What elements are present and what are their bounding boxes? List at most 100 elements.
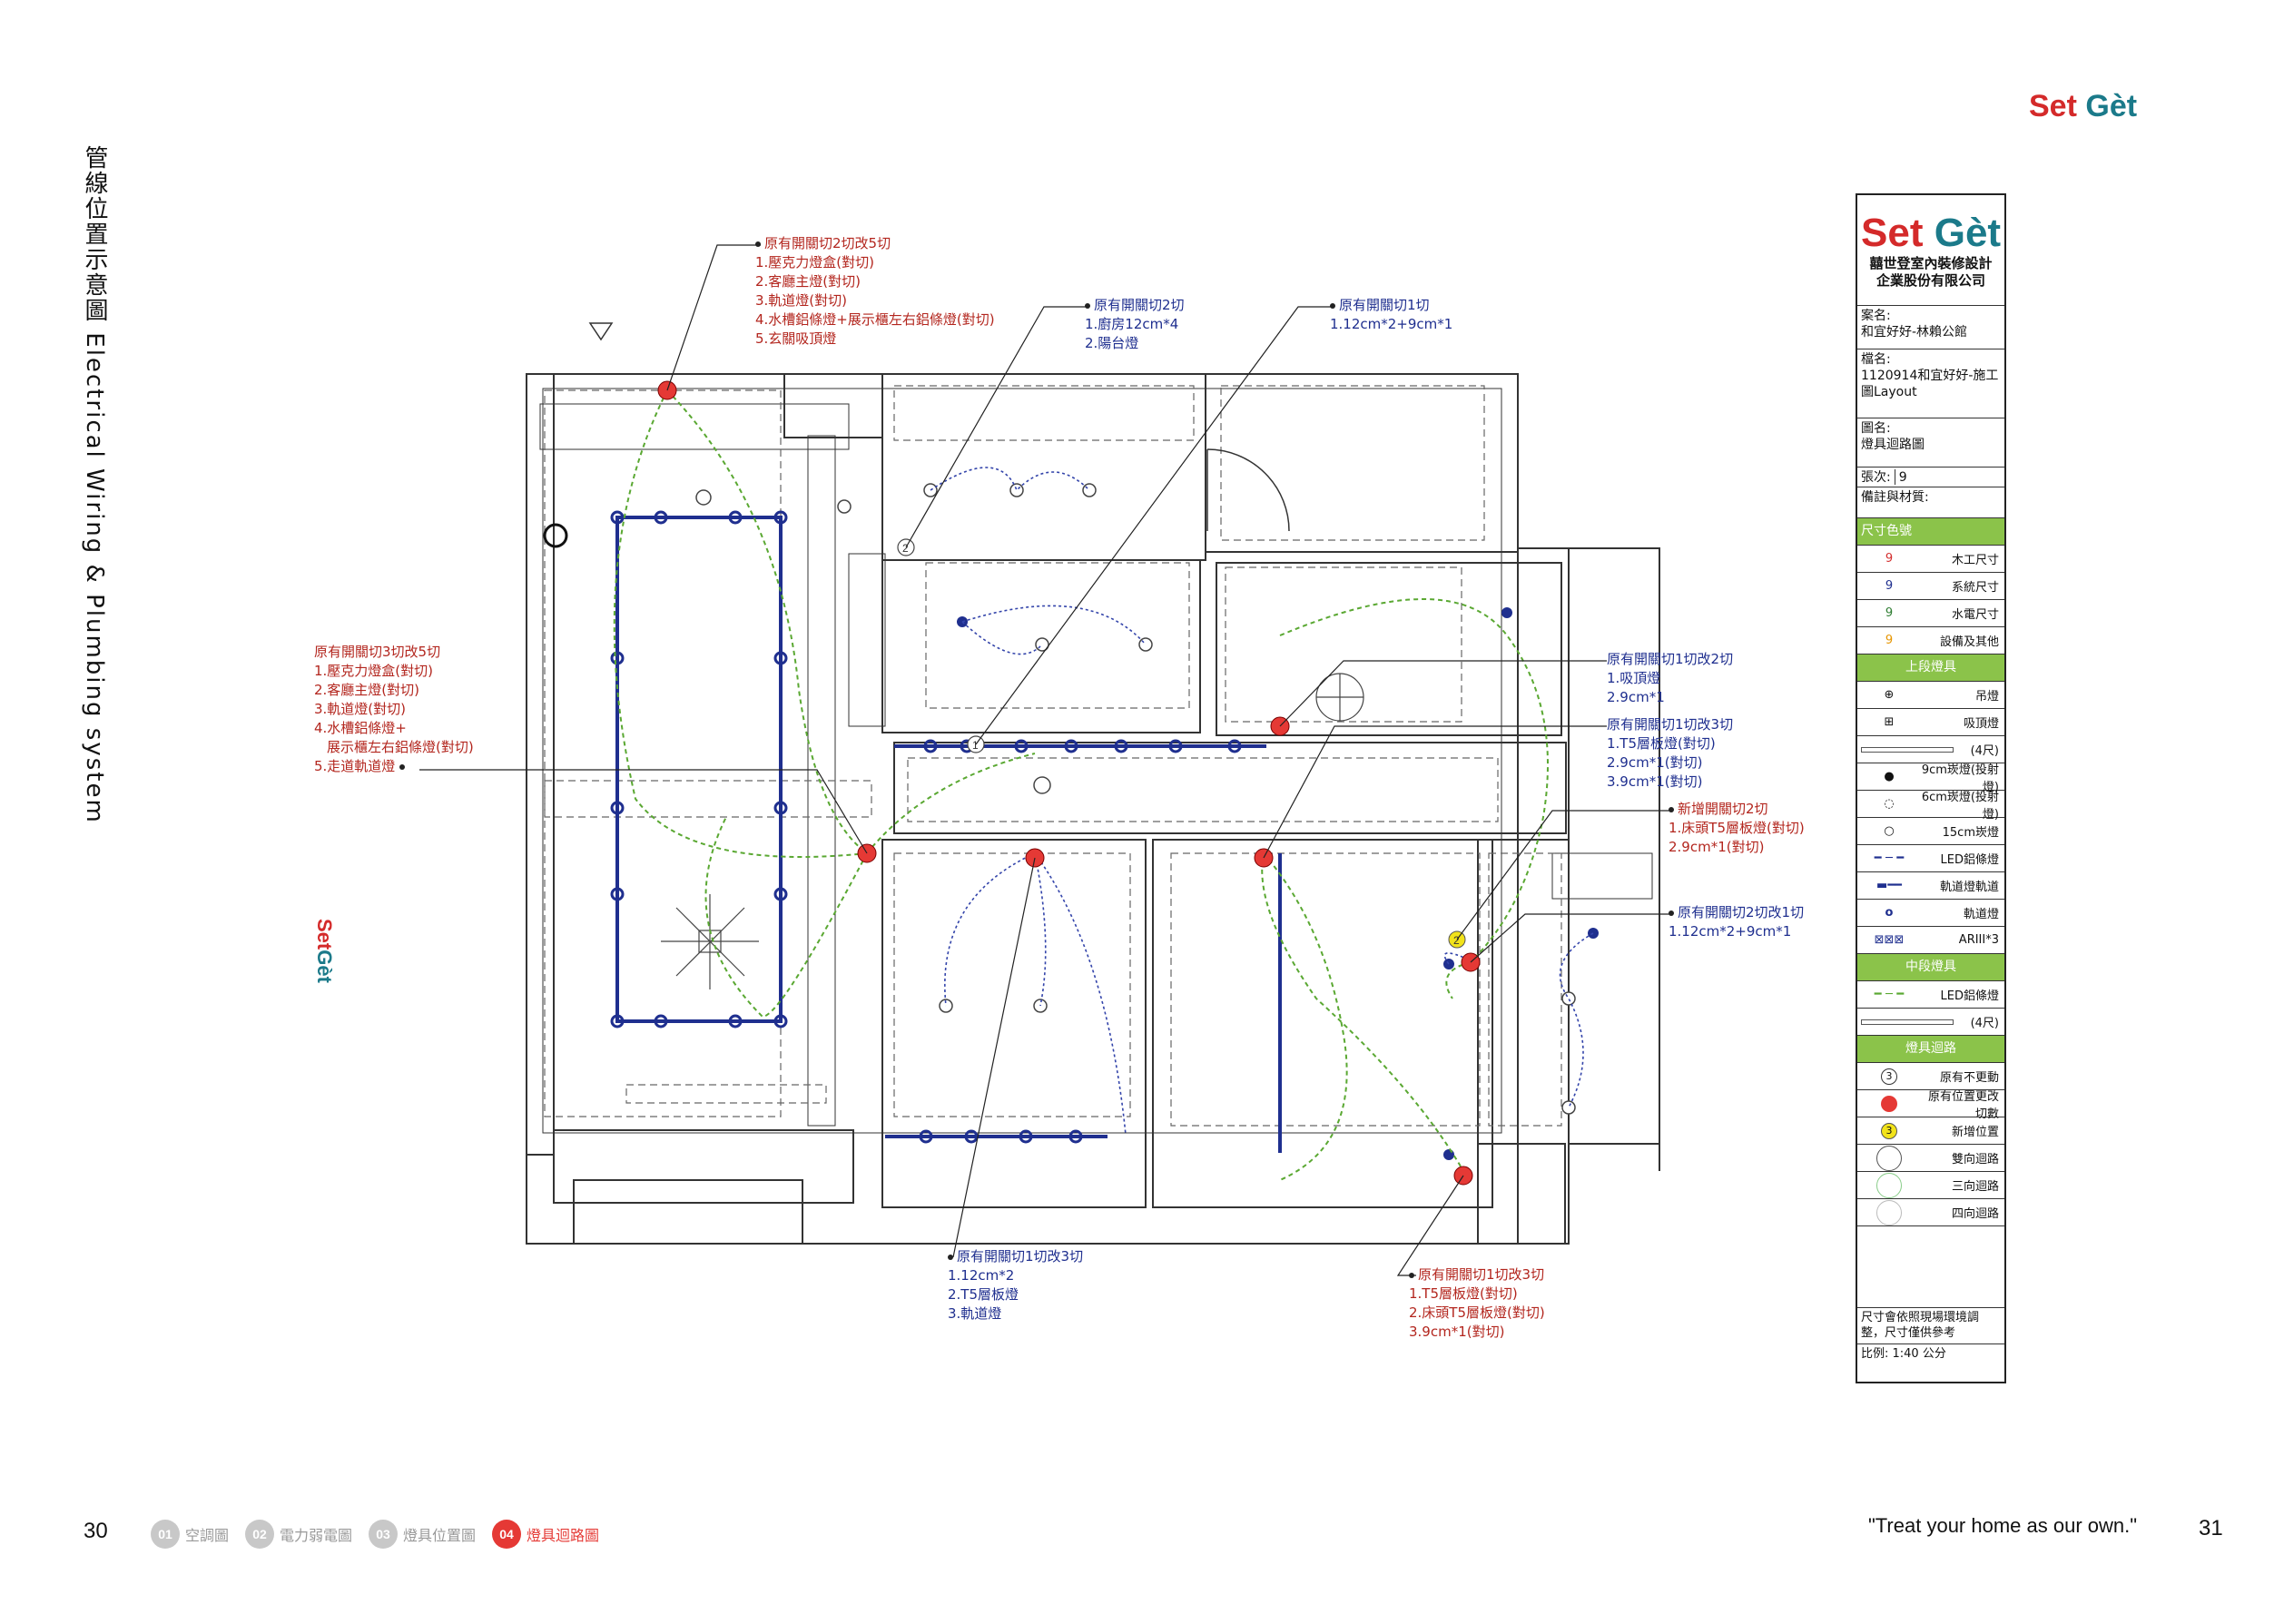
track-light-legend-icon: o [1885, 906, 1894, 920]
open-downlights [695, 483, 1576, 1115]
downlight-15cm-legend-icon: ○ [1884, 824, 1895, 838]
legend-label: 9cm崁燈(投射燈) [1921, 763, 1999, 794]
annotation-10-item: 1.T5層板燈(對切) [1409, 1285, 1518, 1302]
legend-label: 15cm崁燈 [1942, 826, 1999, 840]
annotation-7-item: 2.9cm*1(對切) [1669, 839, 1765, 855]
bullet-icon [1669, 910, 1674, 916]
bullet-icon [1669, 806, 1674, 812]
brand-logo-top: Set Gèt [2029, 89, 2137, 124]
track-rail-legend-icon: ▬━━ [1876, 879, 1902, 892]
legend-row: 雙向迴路 [1857, 1145, 2004, 1172]
dim-header: 尺寸色號 [1857, 518, 2004, 546]
legend-label: ARIII*3 [1958, 933, 1999, 947]
sheet-label: 張次: [1861, 470, 1891, 485]
dashed-cabinetry [544, 385, 1562, 1127]
pendant-legend-icon: ⊕ [1884, 688, 1895, 702]
three-way-circuit-icon [1857, 1172, 1921, 1198]
bullet-icon [399, 763, 406, 770]
downlight-6cm-legend-icon: ◌ [1884, 797, 1895, 811]
annotation-6-item: 2.9cm*1(對切) [1607, 754, 1703, 771]
four-way-circuit-icon [1857, 1199, 1921, 1225]
notes-cell: 備註與材質: [1857, 487, 2004, 518]
legend-label: LED鋁條燈 [1940, 989, 1999, 1003]
ceiling-light-legend-icon: ⊞ [1884, 715, 1895, 729]
file-cell: 檔名: 1120914和宜好好-施工圖Layout [1857, 349, 2004, 418]
two-way-circuit-icon [1857, 1145, 1921, 1171]
annotation-3-item: 1.12cm*2+9cm*1 [1330, 316, 1453, 332]
annotation-1-header: 原有開關切2切改5切 [755, 234, 995, 253]
bullet-icon [755, 241, 761, 247]
legend-label: 四向迴路 [1951, 1207, 1999, 1221]
circuit-header: 燈具迴路 [1857, 1036, 2004, 1063]
legend-label: 三向迴路 [1951, 1180, 1999, 1194]
drawing-cell: 圖名: 燈具迴路圖 [1857, 418, 2004, 468]
annotation-4-item: 2.客廳主燈(對切) [314, 682, 420, 698]
footnote: 尺寸會依照現場環境調整，尺寸僅供參考 [1857, 1308, 2004, 1344]
legend-row: ⊞ 吸頂燈 [1857, 709, 2004, 736]
legend-row: ● 9cm崁燈(投射燈) [1857, 763, 2004, 794]
page-number-right: 31 [2199, 1516, 2223, 1540]
existing-switch-markers [897, 538, 985, 753]
pendant-lamp-icon [661, 673, 1364, 989]
annotation-5-item: 2.9cm*1 [1607, 689, 1665, 705]
middle-header: 中段燈具 [1857, 954, 2004, 981]
legend-row: 四向迴路 [1857, 1199, 2004, 1226]
brand-set-tb: Set [1861, 211, 1924, 255]
annotation-9-item: 2.T5層板燈 [948, 1286, 1019, 1303]
annotation-2: 原有開關切2切 1.廚房12cm*4 2.陽台燈 [1085, 296, 1185, 353]
tab-number: 03 [369, 1520, 399, 1549]
annotation-6-item: 1.T5層板燈(對切) [1607, 735, 1716, 752]
case-value: 和宜好好-林賴公館 [1861, 325, 1968, 340]
svg-text:2: 2 [1453, 934, 1460, 947]
legend-label: 軌道燈軌道 [1939, 881, 1999, 894]
annotation-7-header: 新增開關切2切 [1669, 800, 1805, 819]
dim-label: 設備及其他 [1939, 635, 1999, 649]
annotation-5-item: 1.吸頂燈 [1607, 670, 1661, 686]
annotation-8: 原有開關切2切改1切 1.12cm*2+9cm*1 [1669, 903, 1804, 941]
annotation-1: 原有開關切2切改5切 1.壓克力燈盒(對切) 2.客廳主燈(對切) 3.軌道燈(… [755, 234, 995, 349]
bullet-icon [1330, 302, 1335, 309]
notes-label: 備註與材質: [1861, 490, 1929, 505]
drawing-label: 圖名: [1861, 421, 1891, 436]
annotation-2-item: 2.陽台燈 [1085, 335, 1139, 351]
dim-label: 水電尺寸 [1951, 608, 1999, 622]
annotation-4-item: 1.壓克力燈盒(對切) [314, 663, 434, 679]
bullet-icon [1085, 302, 1090, 309]
annotation-3: 原有開關切1切 1.12cm*2+9cm*1 [1330, 296, 1452, 334]
legend-row: 三向迴路 [1857, 1172, 2004, 1199]
annotation-10-item: 2.床頭T5層板燈(對切) [1409, 1304, 1545, 1321]
annotation-8-item: 1.12cm*2+9cm*1 [1669, 923, 1792, 940]
annotation-4: 原有開關切3切改5切 1.壓克力燈盒(對切) 2.客廳主燈(對切) 3.軌道燈(… [314, 643, 474, 776]
annotation-6-item: 3.9cm*1(對切) [1607, 773, 1703, 790]
legend-row: ▬━━ 軌道燈軌道 [1857, 872, 2004, 900]
legend-label: (4尺) [1970, 1017, 1999, 1030]
title-block-brand: Set Gèt [1861, 212, 2001, 255]
legend-row: 原有位置更改切數 [1857, 1090, 2004, 1121]
page-number-left: 30 [84, 1519, 108, 1543]
annotation-9-item: 1.12cm*2 [948, 1267, 1015, 1284]
legend-label: 吸頂燈 [1963, 717, 1999, 731]
track-lights [610, 510, 1242, 1144]
sheet-cell: 張次: 9 [1857, 468, 2004, 487]
downlights [957, 607, 1599, 1160]
downlight-9cm-legend-icon: ● [1884, 770, 1895, 783]
annotation-6-header: 原有開關切1切改3切 [1607, 716, 1734, 733]
dim-number: 9 [1885, 634, 1894, 647]
legend-label: 軌道燈 [1963, 908, 1999, 921]
tab-label: 電力弱電圖 [280, 1527, 353, 1544]
tab-label: 空調圖 [185, 1527, 230, 1544]
legend-label: 雙向迴路 [1951, 1153, 1999, 1166]
bullet-icon [1409, 1272, 1414, 1278]
legend-label: 新增位置 [1951, 1126, 1999, 1139]
green-circuits [613, 389, 1549, 1181]
annotation-2-item: 1.廚房12cm*4 [1085, 316, 1179, 332]
annotation-4-header: 原有開關切3切改5切 [314, 644, 441, 660]
